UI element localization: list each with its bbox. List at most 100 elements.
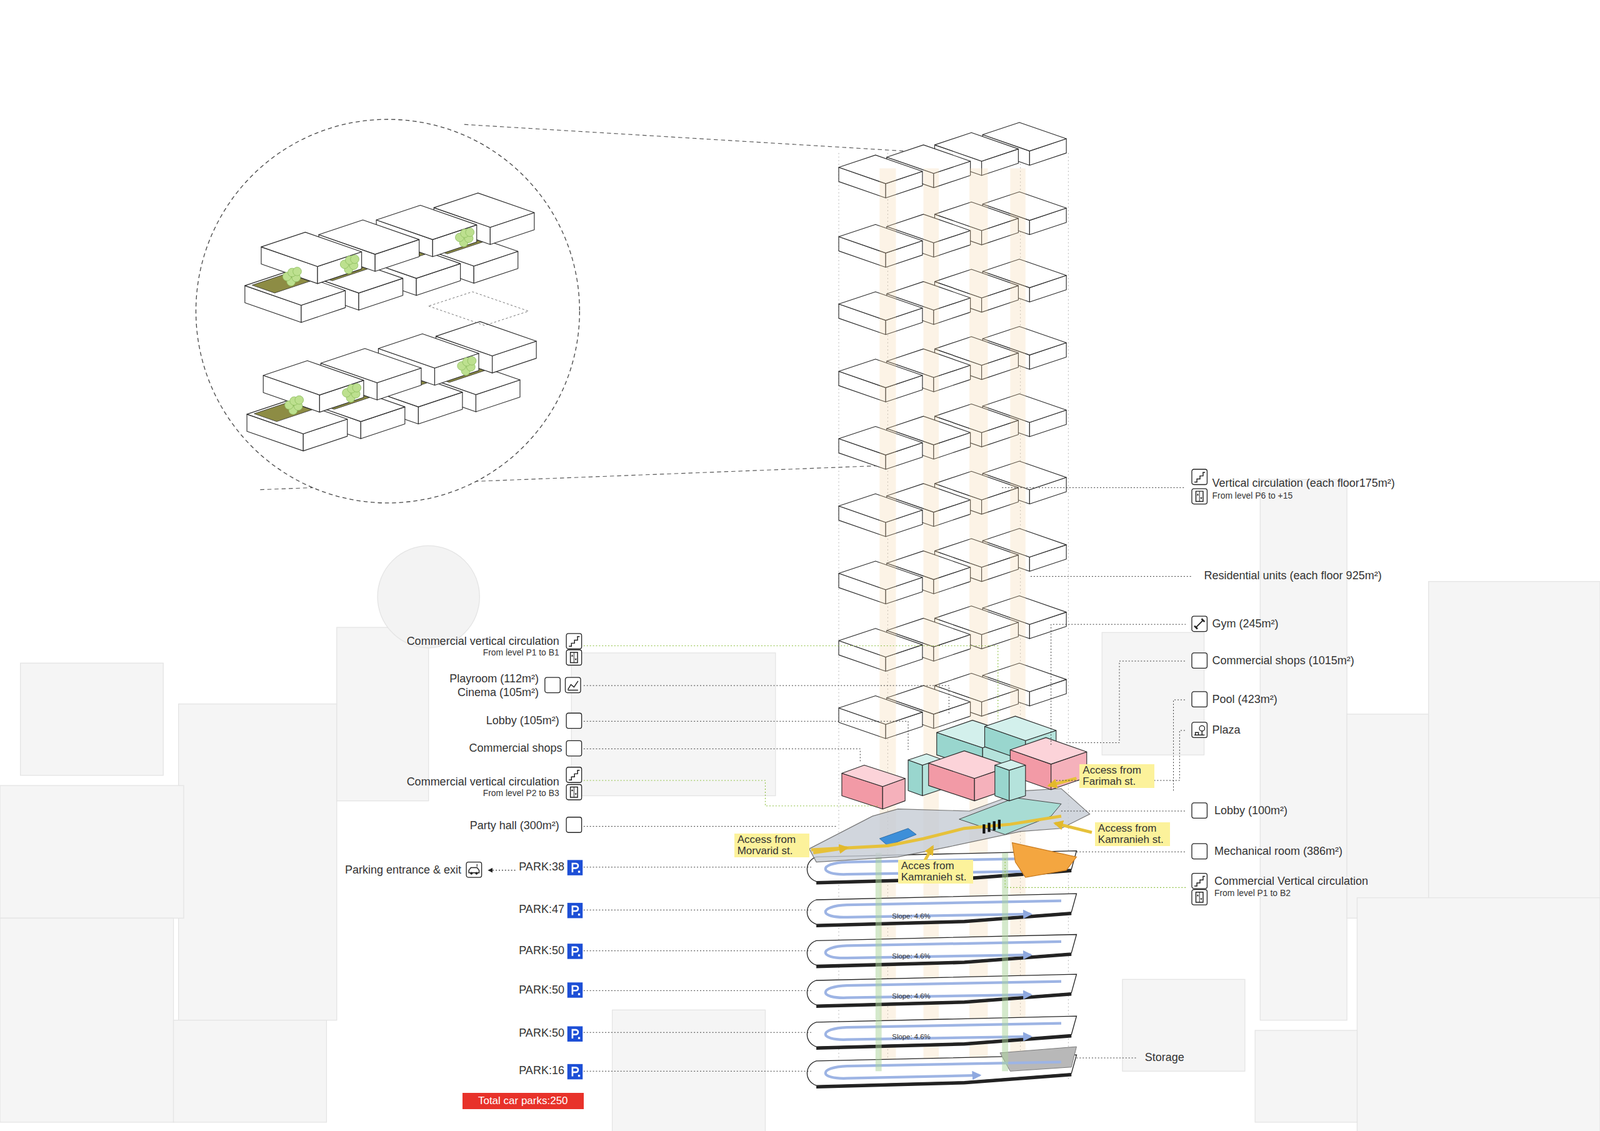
- access-tag: Access from Farimah st.: [1079, 764, 1155, 789]
- icon-glyph: [1195, 620, 1203, 628]
- icon-glyph: [470, 871, 473, 875]
- box-icon: [566, 740, 582, 756]
- callout-label: Commercial shops (1015m²): [1212, 655, 1355, 668]
- car-circulation: [825, 941, 1062, 959]
- callout-label: PARK:50: [518, 984, 565, 997]
- crosswalk-stripe: [987, 823, 990, 833]
- icon-frame: [545, 677, 560, 693]
- box-icon: [1191, 803, 1207, 819]
- context-building: [1255, 1030, 1357, 1123]
- lift-icon: [1191, 488, 1207, 504]
- box-icon: [1191, 653, 1207, 669]
- lift-icon: [1191, 890, 1207, 905]
- parking-glyph: [572, 947, 579, 957]
- box-icon: [545, 677, 560, 693]
- car-circulation: [825, 1062, 1062, 1079]
- vertical-core: [879, 168, 896, 1072]
- block-top: [995, 760, 1026, 770]
- callout-label: PARK:50: [518, 1027, 565, 1040]
- access-tag: Access from Morvarid st.: [734, 833, 810, 858]
- access-paths: [811, 778, 1092, 864]
- vertical-core-bands: [879, 168, 1025, 1072]
- circulation-leader: [583, 780, 880, 807]
- parking-badge: [567, 943, 583, 959]
- icon-frame: [566, 713, 582, 729]
- callout-label: Residential units (each floor 925m²): [1204, 570, 1382, 583]
- parking-glyph: [572, 863, 579, 873]
- commercial-block: [928, 751, 1011, 802]
- block-top: [1010, 737, 1087, 764]
- callout-label: From level P1 to B1: [483, 648, 560, 658]
- ghost-block: [428, 291, 529, 326]
- callout-label: Vertical circulation (each floor175m²): [1212, 477, 1395, 490]
- context-building: [1356, 898, 1600, 1131]
- block-top: [263, 360, 364, 395]
- leader-line: [583, 950, 812, 952]
- icon-glyph: [468, 868, 479, 874]
- icon-glyph: [1199, 725, 1205, 731]
- callout-label: From level P2 to B3: [483, 789, 560, 799]
- leader-line: [583, 826, 837, 827]
- icon-frame: [1191, 890, 1207, 905]
- icon-glyph: [476, 864, 478, 867]
- icon-glyph: [1199, 892, 1200, 903]
- city-context: [0, 479, 1600, 1131]
- access-arrow: [813, 848, 847, 854]
- callout-label: Commercial shops: [469, 742, 563, 755]
- icon-frame: [1191, 653, 1207, 669]
- parking-icon: [567, 1026, 583, 1042]
- node-text: Acces from Kamranieh st.: [901, 860, 970, 884]
- icon-frame: [566, 650, 582, 665]
- node-text: Access from Farimah st.: [1082, 765, 1152, 788]
- plant: [352, 383, 362, 393]
- plant: [295, 395, 304, 405]
- stair-icon: [566, 767, 582, 783]
- box-icon: [1191, 691, 1207, 707]
- amenity-block: [995, 760, 1026, 801]
- callout-label: Gym (245m²): [1212, 618, 1279, 631]
- parking-glyph: [578, 993, 580, 995]
- icon-glyph: [475, 871, 478, 875]
- slope-label: Slope: 4.6%: [891, 991, 930, 1000]
- block-top: [261, 232, 362, 267]
- slope-label: Slope: 4.6%: [891, 912, 930, 921]
- callout-label: PARK:50: [518, 945, 565, 958]
- icon-glyph: [1194, 876, 1205, 887]
- icon-frame: [1191, 722, 1207, 738]
- parking-level: [806, 1016, 1077, 1050]
- slope-label: Slope: 4.6%: [891, 952, 930, 961]
- leader-line: [1066, 661, 1186, 744]
- building-block: [263, 360, 364, 412]
- icon-glyph: [1201, 731, 1203, 736]
- car-circulation: [825, 1023, 1062, 1040]
- parking-glyph: [578, 1037, 580, 1040]
- residential-tower: [838, 122, 1067, 739]
- crosswalk-stripe: [998, 820, 1001, 830]
- leader-line: [1061, 810, 1186, 812]
- leader-line: [1076, 851, 1186, 853]
- parking-glyph: [572, 906, 579, 916]
- context-building: [0, 785, 184, 919]
- stair-icon: [1191, 873, 1207, 889]
- icon-glyph: [571, 654, 577, 661]
- leader-line: [583, 910, 812, 911]
- zoom-backdrop: [195, 119, 580, 504]
- parking-icon: [567, 1064, 583, 1080]
- icon-glyph: [568, 681, 579, 690]
- access-route: [811, 816, 1062, 850]
- callout-label: PARK:47: [518, 903, 565, 917]
- callout-label: Commercial vertical circulation: [406, 776, 560, 789]
- context-building: [1122, 979, 1245, 1072]
- plaza-icon: [1191, 722, 1207, 738]
- icon-frame: [1191, 873, 1207, 889]
- context-building: [0, 918, 174, 1123]
- leader-line: [583, 866, 812, 868]
- context-building: [336, 627, 429, 802]
- node-text: Total car parks:250: [462, 1093, 584, 1110]
- icon-glyph: [1199, 491, 1200, 502]
- leader-line: [583, 748, 860, 764]
- icon-frame: [1191, 691, 1207, 707]
- callout-label: PARK:38: [518, 861, 565, 874]
- parking-glyph: [572, 986, 579, 995]
